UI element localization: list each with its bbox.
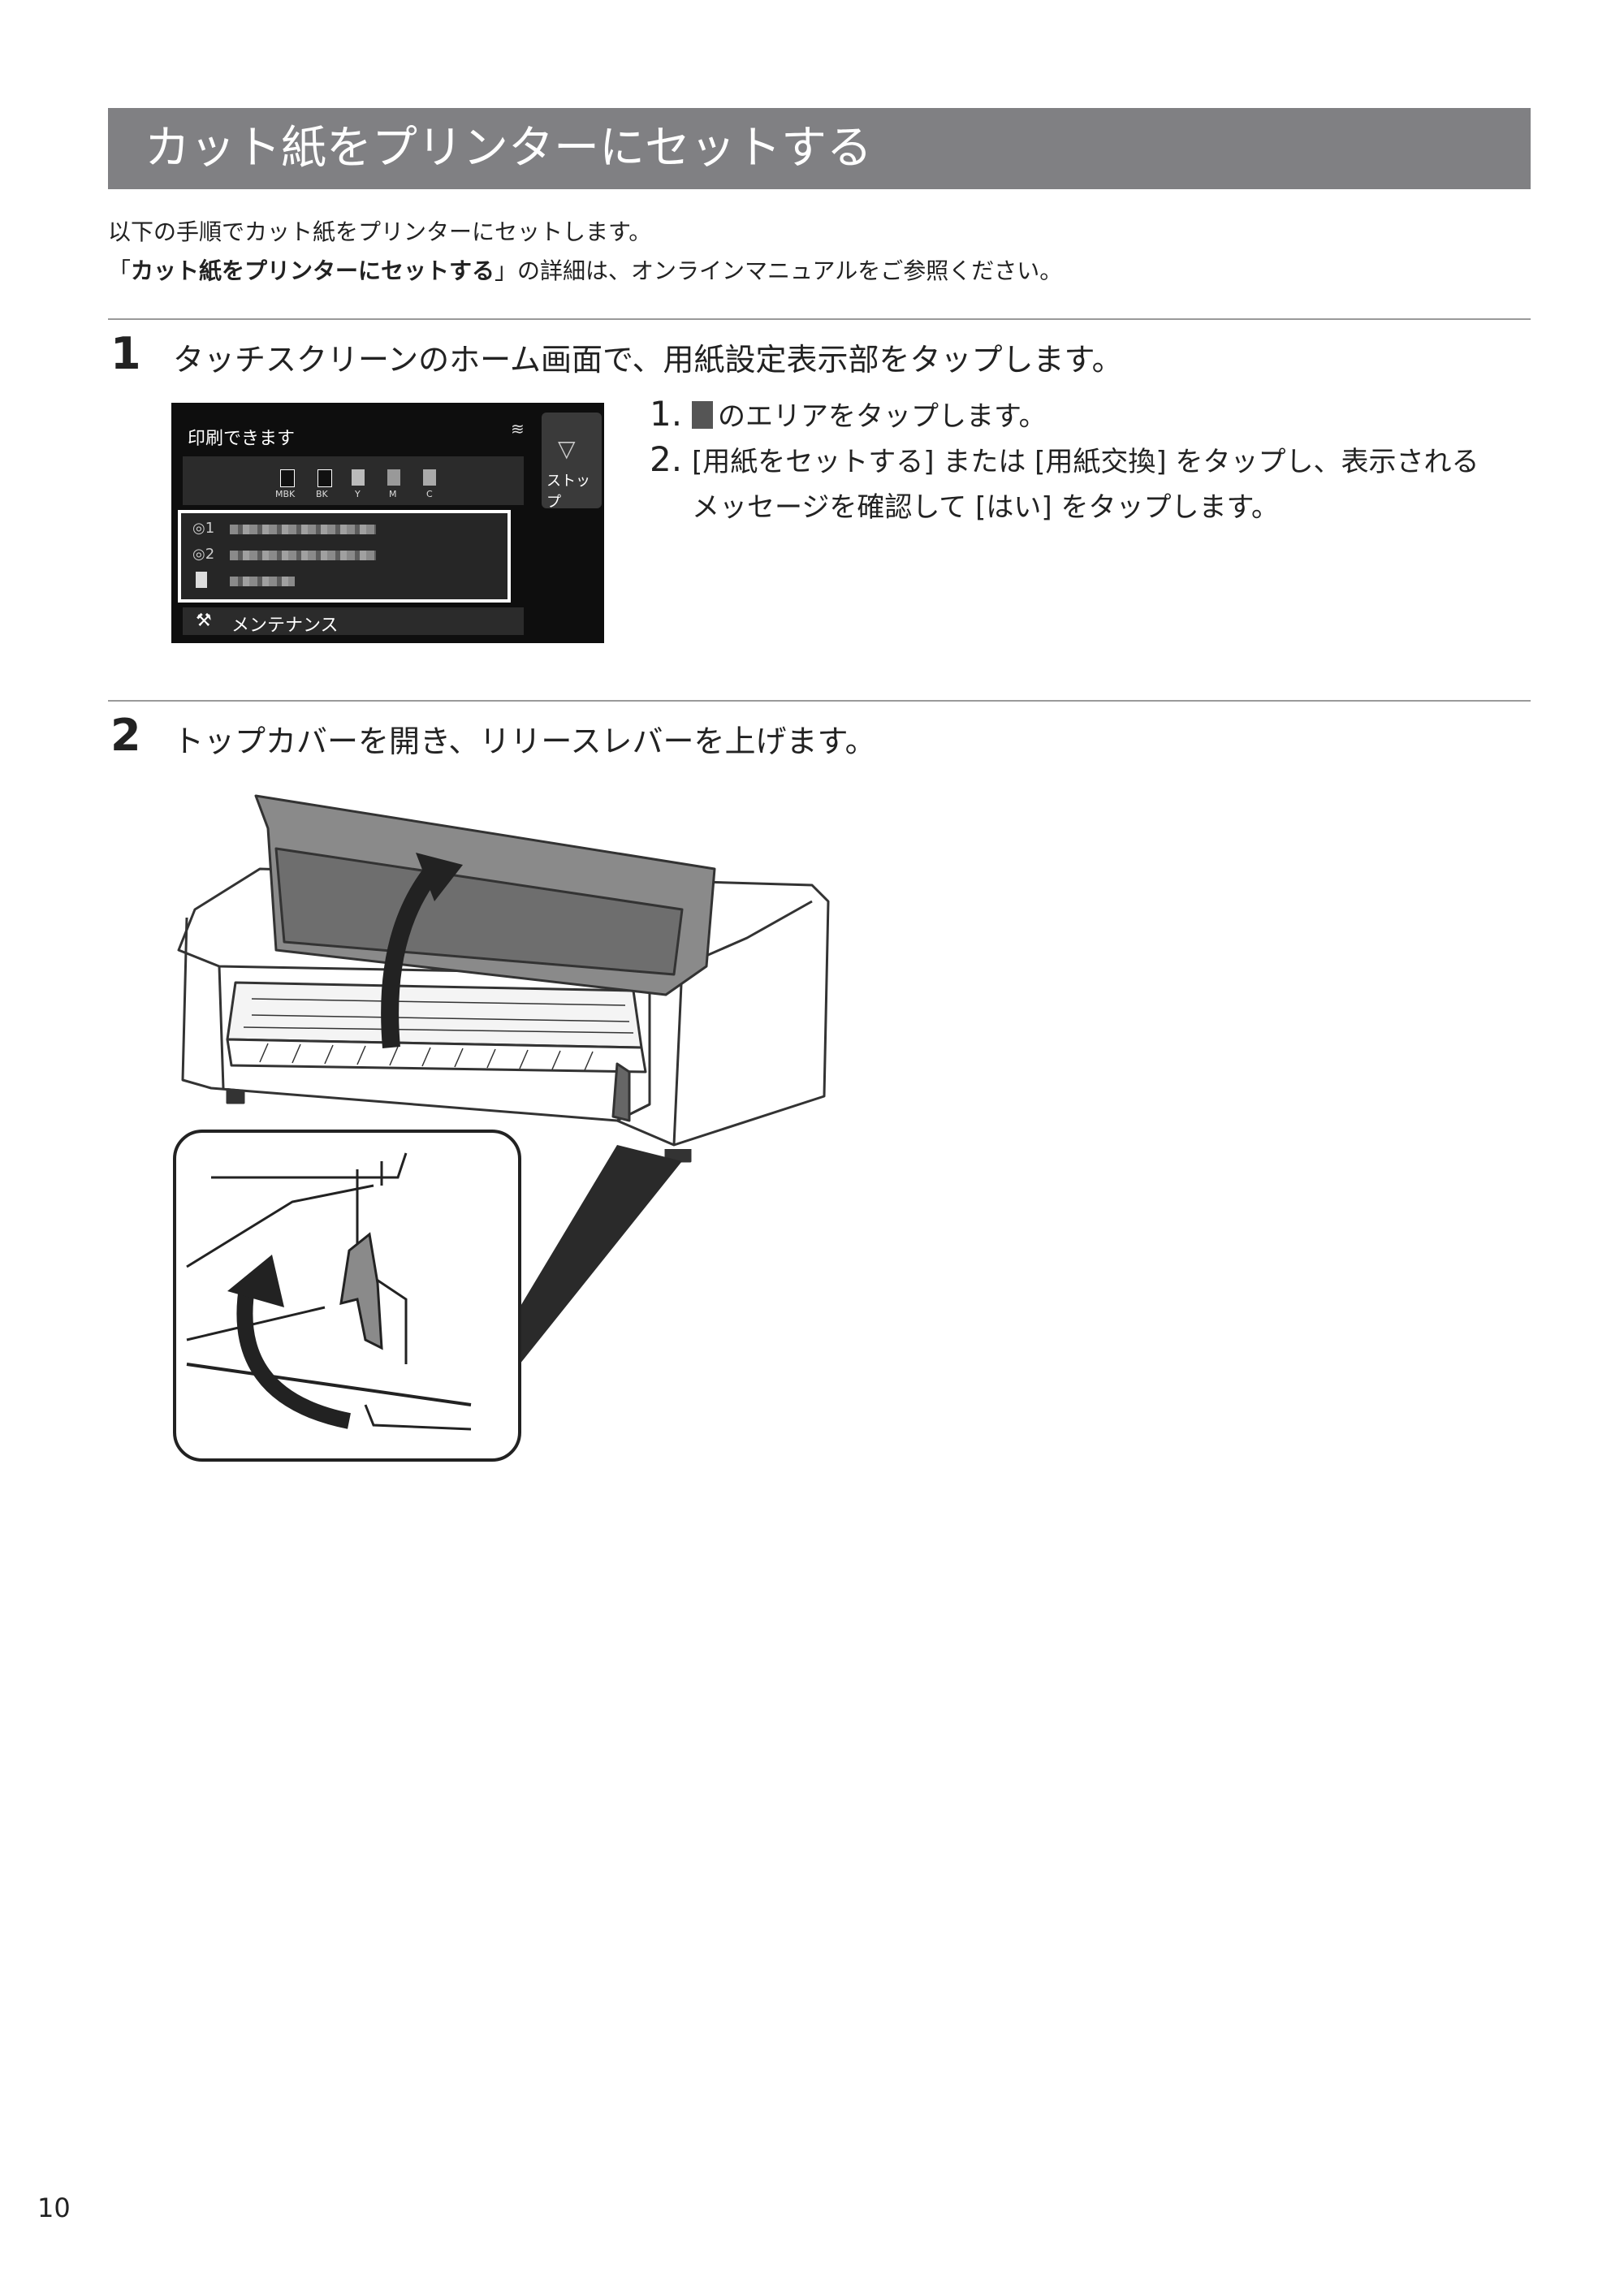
divider xyxy=(108,318,1531,320)
ink-m xyxy=(387,469,400,486)
cut-sheet-icon xyxy=(196,572,207,588)
ink-c xyxy=(423,469,436,486)
roll1-icon: ◎1 xyxy=(192,520,215,537)
paper-settings-area[interactable]: ◎1 ◎2 xyxy=(178,510,511,603)
intro-line-2: 「カット紙をプリンターにセットする」の詳細は、オンラインマニュアルをご参照くださ… xyxy=(108,257,1063,284)
roll2-info xyxy=(230,551,376,560)
ink-mbk xyxy=(280,469,295,487)
stop-button[interactable]: ▽ ストップ xyxy=(542,413,602,511)
stop-icon: ▽ xyxy=(558,435,576,462)
maintenance-button[interactable]: ⚒ メンテナンス xyxy=(183,607,524,636)
wrench-icon: ⚒ xyxy=(196,611,212,631)
wifi-icon: ≋ xyxy=(511,419,525,438)
touch-screen-illustration: 印刷できます ≋ MBK BK Y M C ◎1 ◎2 ⚒ メンテナンス ▽ ス… xyxy=(171,403,604,643)
roll2-icon: ◎2 xyxy=(192,546,215,563)
step-1-sub-1: 1.のエリアをタップします。 xyxy=(650,394,1047,434)
ink-y xyxy=(352,469,365,486)
divider xyxy=(108,700,1531,702)
intro-link-title: カット紙をプリンターにセットする xyxy=(131,257,495,284)
step-2-number: 2 xyxy=(110,710,141,761)
step-1-text: タッチスクリーンのホーム画面で、用紙設定表示部をタップします。 xyxy=(173,342,1123,378)
ink-bk xyxy=(317,469,332,487)
step-1-sub-2: 2.[用紙をセットする] または [用紙交換] をタップし、表示される メッセー… xyxy=(650,439,1479,524)
screen-status: 印刷できます xyxy=(188,429,296,449)
page-title: カット紙をプリンターにセットする xyxy=(108,108,1531,189)
step-1-number: 1 xyxy=(110,328,141,379)
paper-icon xyxy=(692,401,713,429)
page-number: 10 xyxy=(37,2192,71,2223)
cut-sheet-info xyxy=(230,577,295,586)
intro-text: 以下の手順でカット紙をプリンターにセットします。 「カット紙をプリンターにセット… xyxy=(108,213,1062,291)
intro-line-1: 以下の手順でカット紙をプリンターにセットします。 xyxy=(108,218,652,245)
printer-illustration xyxy=(173,794,830,1462)
step-2-text: トップカバーを開き、リリースレバーを上げます。 xyxy=(173,724,876,759)
roll1-info xyxy=(230,525,376,534)
ink-levels: MBK BK Y M C xyxy=(183,456,524,505)
